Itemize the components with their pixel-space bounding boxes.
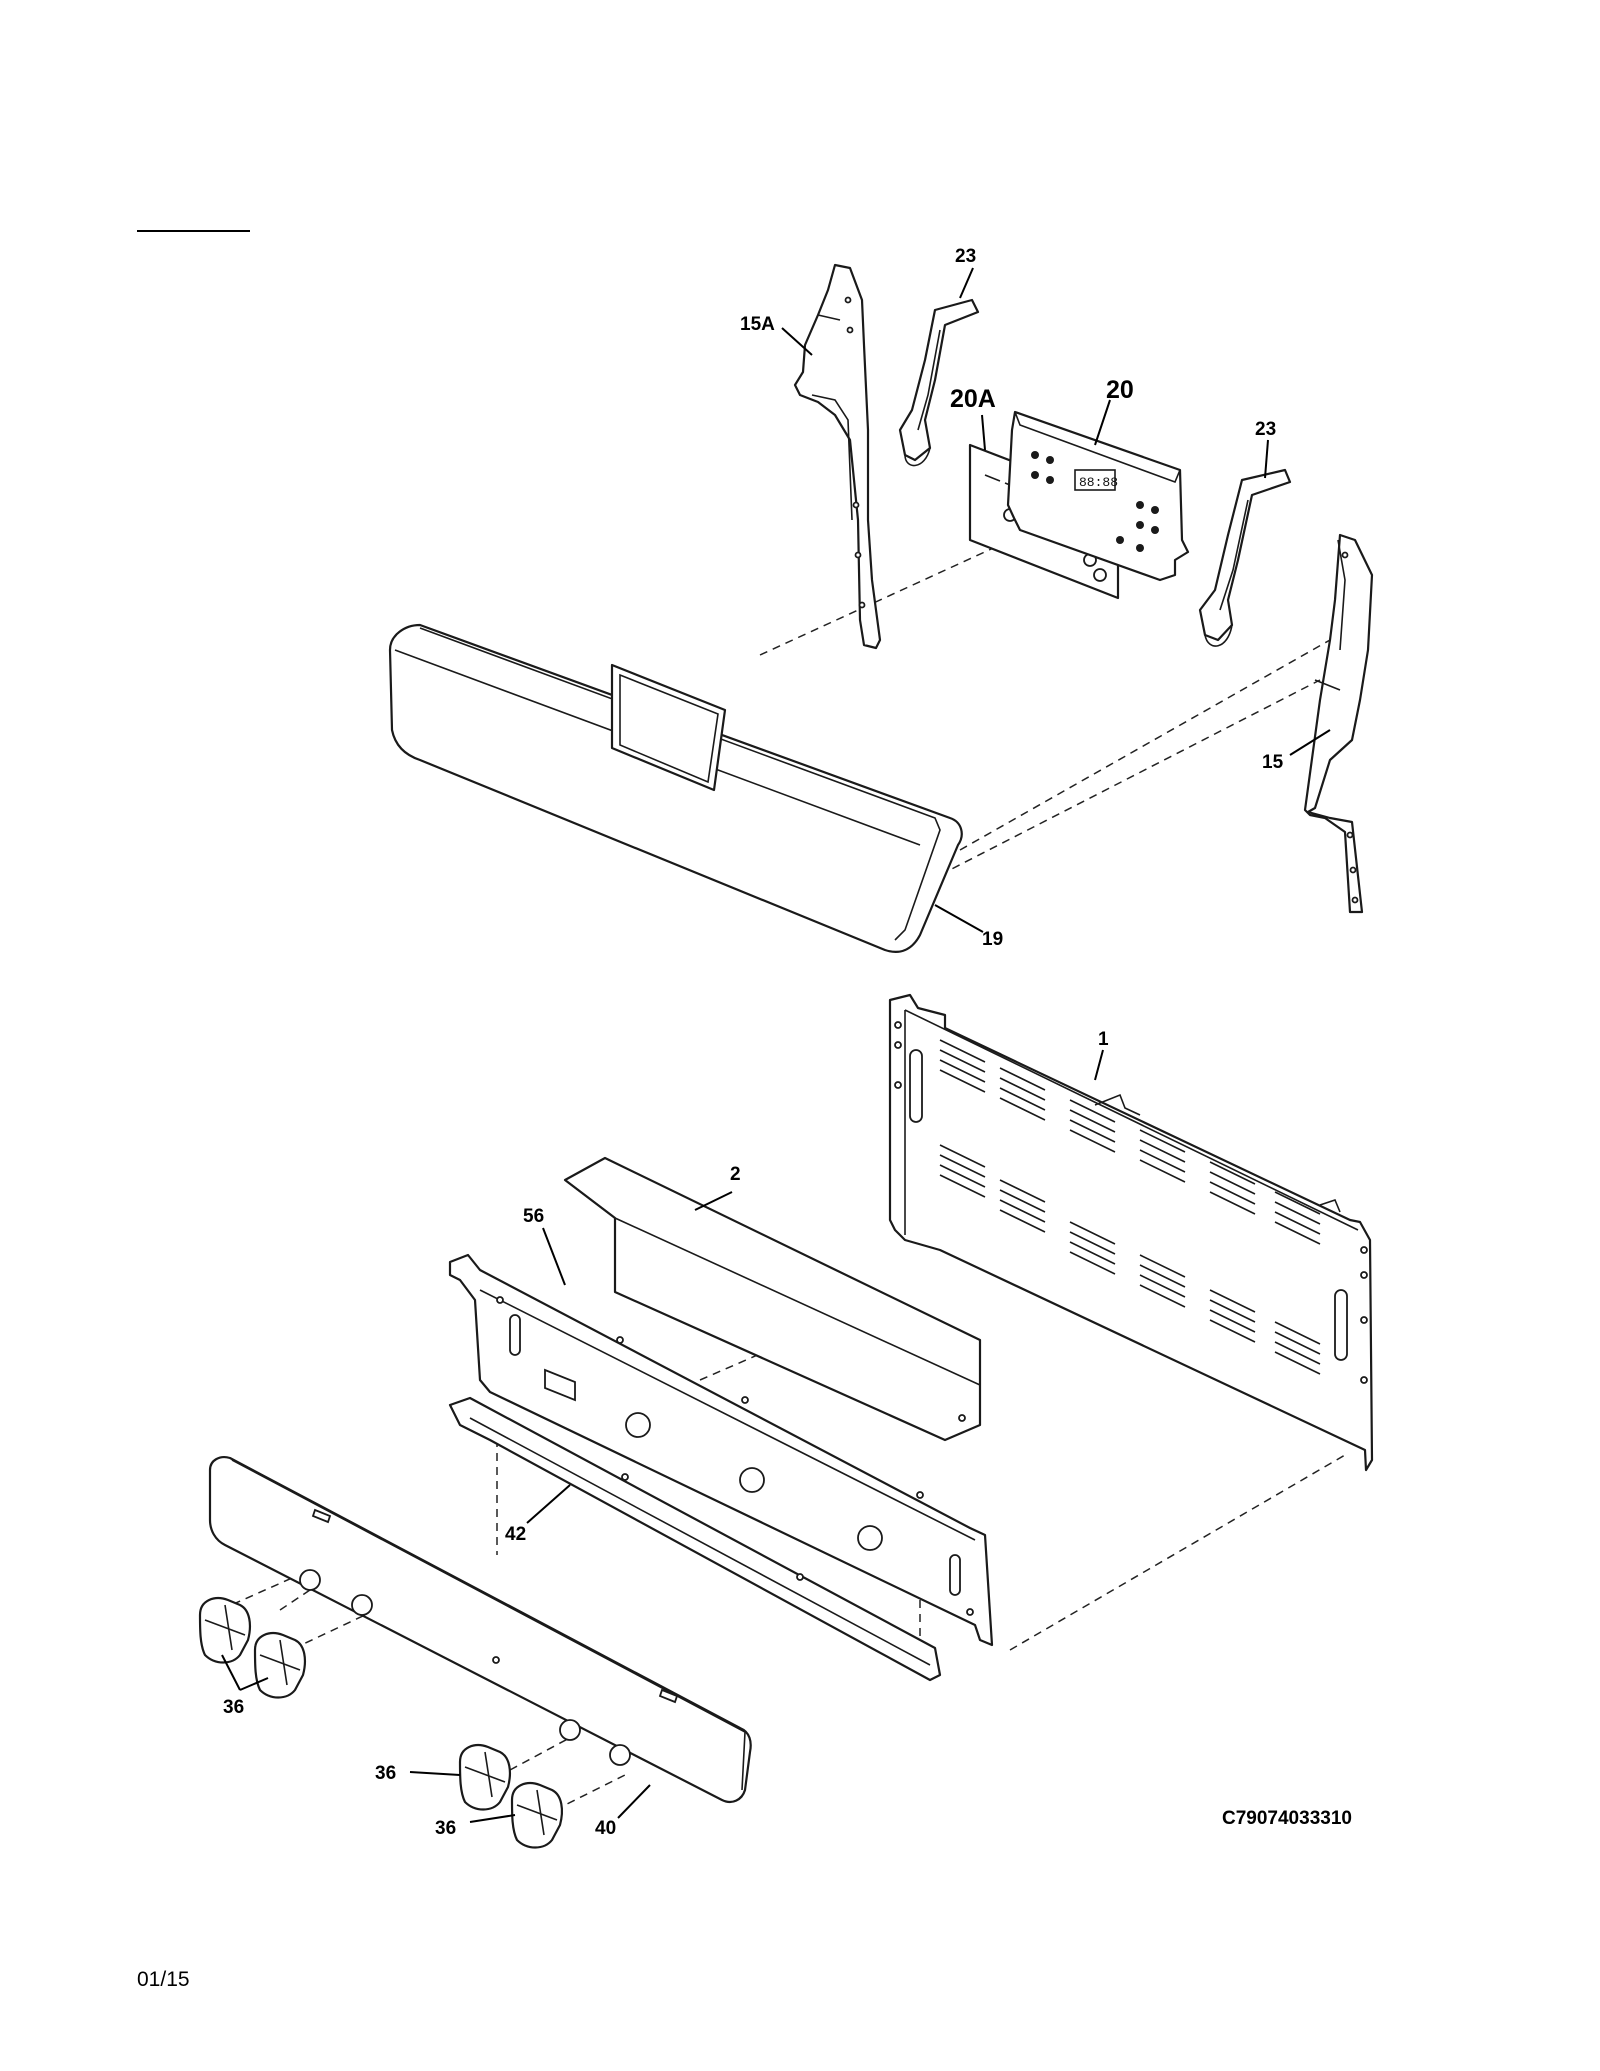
callout-23-right: 23 (1255, 419, 1276, 440)
part-36-knob (253, 1632, 306, 1699)
part-15a-side-bracket (793, 263, 882, 650)
callout-40: 40 (595, 1818, 616, 1839)
callout-15a: 15A (740, 314, 775, 335)
rear-panel-vents (939, 1039, 1321, 1375)
part-20-control-board: 88:88 (1006, 410, 1190, 582)
part-36-knob (510, 1782, 563, 1849)
diagram-code: C79074033310 (1222, 1808, 1352, 1829)
part-1-rear-panel (888, 993, 1374, 1472)
callout-42: 42 (505, 1524, 526, 1545)
leader-lines (221, 267, 1331, 1823)
callout-15: 15 (1262, 752, 1284, 773)
svg-text:88:88: 88:88 (1079, 475, 1118, 490)
callout-1: 1 (1098, 1029, 1109, 1050)
callout-56: 56 (523, 1206, 544, 1227)
revision-date: 01/15 (137, 1968, 190, 1991)
callout-20: 20 (1106, 376, 1134, 404)
part-36-knob (198, 1597, 251, 1664)
callout-36-low: 36 (435, 1818, 456, 1839)
part-15-side-bracket (1303, 533, 1374, 914)
part-2-heat-shield (563, 1156, 982, 1442)
callout-36-mid: 36 (375, 1763, 396, 1784)
part-23-overlay-bracket-right (1198, 468, 1292, 647)
part-36-knob (458, 1744, 511, 1811)
part-42-trim-strip (448, 1396, 942, 1682)
part-19-control-panel (388, 623, 963, 953)
callout-20a: 20A (950, 385, 996, 413)
callout-36-left: 36 (223, 1697, 244, 1718)
callout-19: 19 (982, 929, 1003, 950)
part-40-control-panel-front (208, 1456, 752, 1804)
part-56-manifold-panel (448, 1253, 994, 1647)
callout-2: 2 (730, 1164, 741, 1185)
callout-23-left: 23 (955, 246, 976, 267)
part-23-overlay-bracket-left (898, 298, 980, 467)
